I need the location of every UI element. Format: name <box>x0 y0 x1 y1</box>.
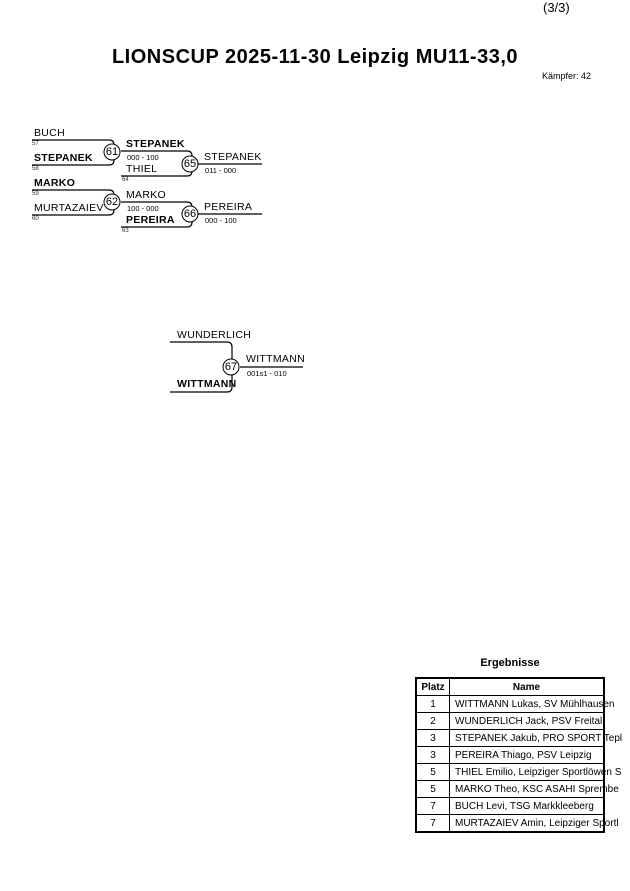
name-text: BUCH Levi, TSG Markkleeberg <box>455 800 594 812</box>
m66-bottom-name: PEREIRA <box>126 214 175 226</box>
place-cell: 7 <box>415 814 450 833</box>
fighter-count: Kämpfer: 42 <box>542 71 592 81</box>
m66-winner-name: PEREIRA <box>204 201 253 213</box>
place-cell: 3 <box>415 729 450 747</box>
m67-top-name: WUNDERLICH <box>177 329 252 341</box>
table-row: 3 PEREIRA Thiago, PSV Leipzig <box>415 746 605 764</box>
place-cell: 2 <box>415 712 450 730</box>
place-cell: 7 <box>415 797 450 815</box>
m66-match-number: 66 <box>183 208 197 220</box>
m65-top-score: 000 - 100 <box>127 153 159 162</box>
m66-winner-score: 000 - 100 <box>205 216 237 225</box>
name-text: MARKO Theo, KSC ASAHI Sprembe <box>455 783 619 795</box>
name-text: WUNDERLICH Jack, PSV Freital <box>455 715 603 727</box>
place-cell: 5 <box>415 780 450 798</box>
m67-winner-name: WITTMANN <box>246 353 305 365</box>
name-cell: STEPANEK Jakub, PRO SPORT Tepl <box>449 729 622 747</box>
name-cell: PEREIRA Thiago, PSV Leipzig <box>449 746 605 764</box>
m61-top-seed: 57 <box>32 141 39 147</box>
m66-top-name: MARKO <box>126 189 167 201</box>
m65-winner-name: STEPANEK <box>204 151 262 163</box>
m62-match-number: 62 <box>105 196 119 208</box>
results-title: Ergebnisse <box>480 657 540 669</box>
name-cell: WITTMANN Lukas, SV Mühlhausen <box>449 695 615 713</box>
m62-top-seed: 59 <box>32 191 39 197</box>
table-row: 3 STEPANEK Jakub, PRO SPORT Tepl <box>415 729 622 747</box>
m67-circle <box>222 358 240 376</box>
table-row: 2 WUNDERLICH Jack, PSV Freital <box>415 712 605 730</box>
m65-bottom-seed: 64 <box>122 177 129 183</box>
m62-bottom-seed: 60 <box>32 216 39 222</box>
m62-circle <box>103 193 121 211</box>
name-text: WITTMANN Lukas, SV Mühlhausen <box>455 698 615 710</box>
m67-winner-score: 001s1 - 010 <box>247 369 287 378</box>
header-name: Name <box>449 677 605 696</box>
table-row: 5 THIEL Emilio, Leipziger Sportlöwen S <box>415 763 621 781</box>
name-cell: MARKO Theo, KSC ASAHI Sprembe <box>449 780 619 798</box>
header-place: Platz <box>415 677 450 696</box>
name-cell: MURTAZAIEV Amin, Leipziger Sportl <box>449 814 619 833</box>
page-indicator: (3/3) <box>543 0 570 15</box>
name-text: MURTAZAIEV Amin, Leipziger Sportl <box>455 817 619 829</box>
m61-match-number: 61 <box>105 146 119 158</box>
page-title: LIONSCUP 2025-11-30 Leipzig MU11-33,0 <box>111 46 519 68</box>
m61-circle <box>103 143 121 161</box>
name-text: STEPANEK Jakub, PRO SPORT Tepl <box>455 732 623 744</box>
name-text: THIEL Emilio, Leipziger Sportlöwen S <box>455 766 622 778</box>
table-row: 1 WITTMANN Lukas, SV Mühlhausen <box>415 695 615 713</box>
name-text: PEREIRA Thiago, PSV Leipzig <box>455 749 592 761</box>
m65-bottom-name: THIEL <box>126 163 158 175</box>
name-cell: BUCH Levi, TSG Markkleeberg <box>449 797 605 815</box>
m66-bottom-seed: 63 <box>122 228 129 234</box>
m61-bottom-name: STEPANEK <box>34 152 93 164</box>
place-cell: 1 <box>415 695 450 713</box>
m65-circle <box>181 155 199 173</box>
table-row: 7 MURTAZAIEV Amin, Leipziger Sportl <box>415 814 619 833</box>
place-cell: 5 <box>415 763 450 781</box>
table-row: 5 MARKO Theo, KSC ASAHI Sprembe <box>415 780 619 798</box>
m65-winner-score: 011 - 000 <box>205 166 237 175</box>
name-cell: WUNDERLICH Jack, PSV Freital <box>449 712 605 730</box>
results-header-row: Platz Name <box>415 677 605 696</box>
m62-bottom-name: MURTAZAIEV <box>34 202 104 214</box>
m67-match-number: 67 <box>224 361 238 373</box>
results-table: Platz Name 1 WITTMANN Lukas, SV Mühlhause… <box>415 677 622 833</box>
m61-top-name: BUCH <box>34 127 65 139</box>
m62-top-name: MARKO <box>34 177 76 189</box>
m66-circle <box>181 205 199 223</box>
table-row: 7 BUCH Levi, TSG Markkleeberg <box>415 797 605 815</box>
m66-top-score: 100 - 000 <box>127 204 159 213</box>
m65-match-number: 65 <box>183 158 197 170</box>
name-cell: THIEL Emilio, Leipziger Sportlöwen S <box>449 763 621 781</box>
m61-bottom-seed: 58 <box>32 166 39 172</box>
place-cell: 3 <box>415 746 450 764</box>
m65-top-name: STEPANEK <box>126 138 185 150</box>
m67-bottom-name: WITTMANN <box>177 378 237 390</box>
